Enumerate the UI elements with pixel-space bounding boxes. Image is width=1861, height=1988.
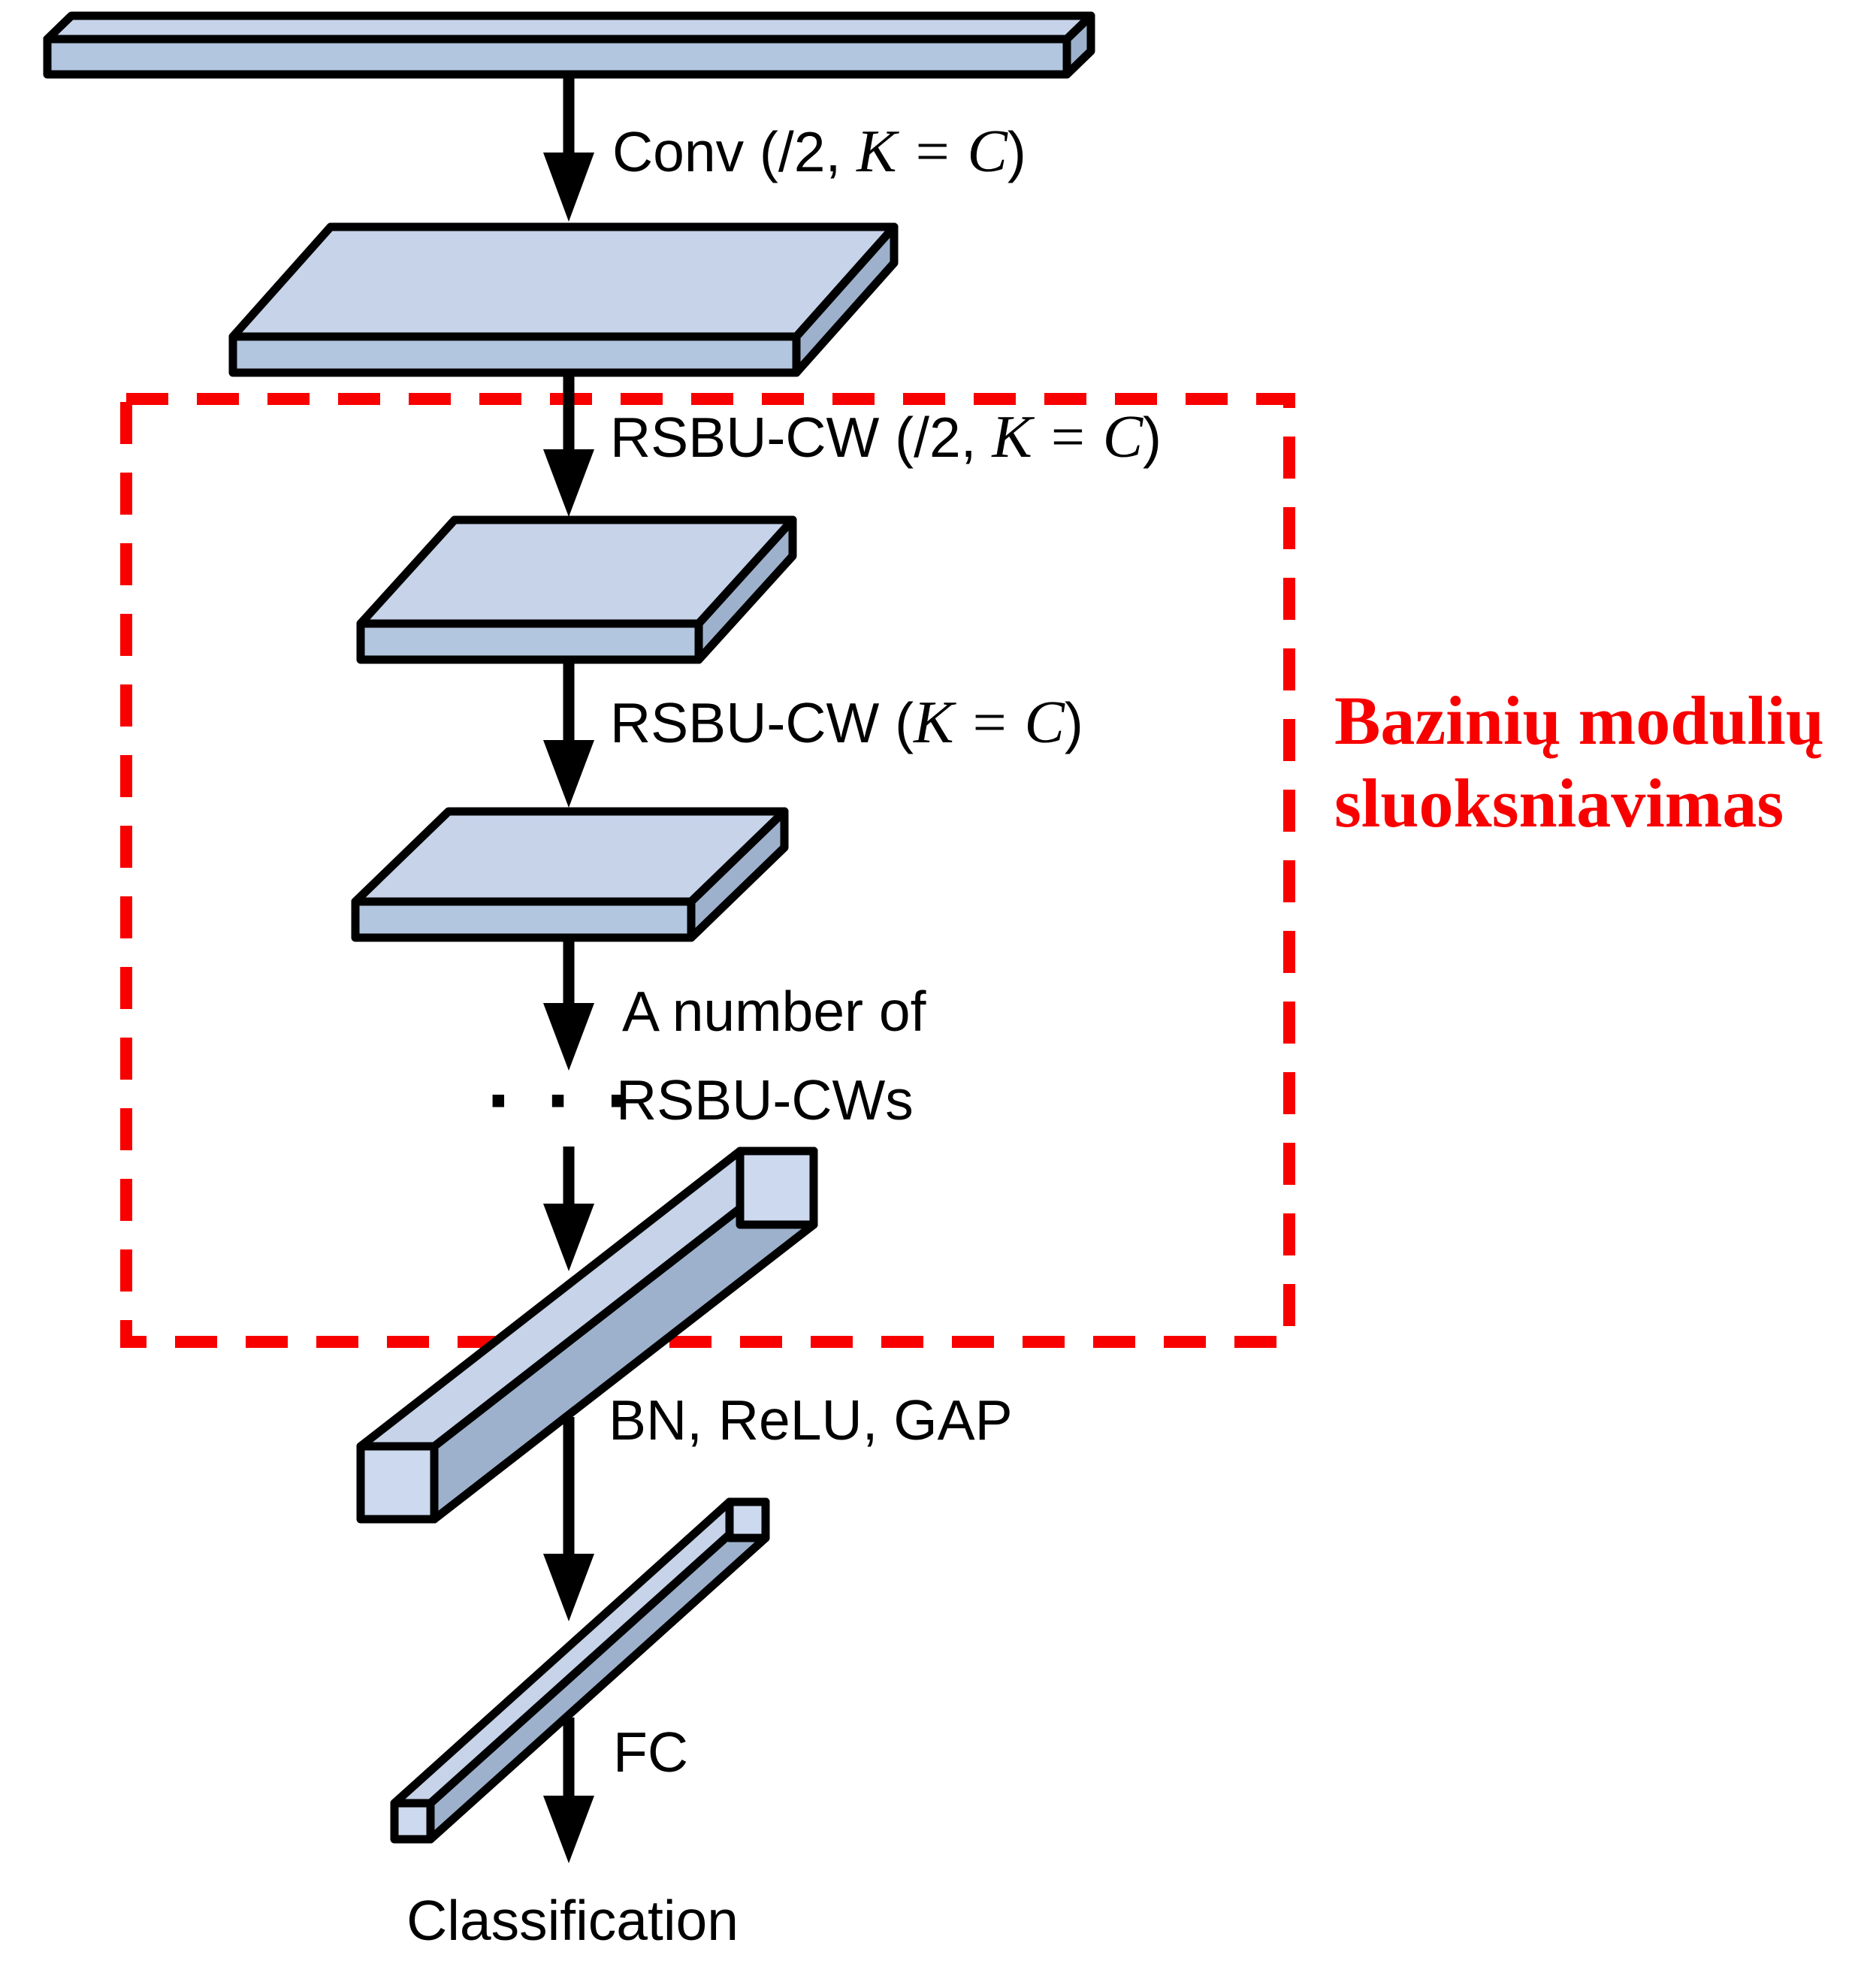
classification-label: Classification bbox=[406, 1889, 739, 1952]
stack-arrow-head bbox=[543, 1003, 594, 1071]
gap-output-top-face bbox=[390, 1497, 770, 1808]
fc-arrow bbox=[543, 1718, 594, 1863]
pre-gap-feature-beam bbox=[356, 1147, 818, 1524]
conv-label-math: K = C bbox=[856, 119, 1008, 185]
stack-label-line2: RSBU-CWs bbox=[616, 1068, 914, 1131]
conv-label-suffix: ) bbox=[1008, 120, 1026, 183]
rsbu-downsample-arrow-head bbox=[543, 449, 594, 517]
rsbu-arrow bbox=[543, 660, 594, 808]
conv-output-top-face bbox=[228, 222, 899, 341]
rsbu-output-slab bbox=[351, 807, 789, 942]
bn-relu-gap-arrow bbox=[543, 1417, 594, 1621]
gap-output-far-cap bbox=[725, 1497, 770, 1542]
conv-output-front-face bbox=[228, 332, 801, 377]
pre-gap-beam-end-cap bbox=[356, 1442, 439, 1524]
rsbu-output-front-face bbox=[351, 897, 696, 942]
pre-gap-beam-far-cap bbox=[736, 1147, 818, 1229]
stack-ellipsis-dots: · · · bbox=[487, 1054, 638, 1147]
input-layer-bar bbox=[43, 11, 1095, 79]
bn-relu-gap-arrow-head bbox=[543, 1554, 594, 1621]
conv-output-slab bbox=[228, 222, 899, 377]
rsbu-downsample-label-suffix: ) bbox=[1143, 406, 1162, 469]
rsbu-downsample-arrow bbox=[543, 373, 594, 517]
basic-modules-dashed-box bbox=[120, 393, 1295, 1348]
rsbu-label-prefix: RSBU-CW ( bbox=[610, 691, 914, 754]
conv-arrow bbox=[543, 74, 594, 222]
rsbu-downsample-label-prefix: RSBU-CW (/2, bbox=[610, 406, 992, 469]
rsbu-label: RSBU-CW (K = C) bbox=[610, 690, 1083, 756]
fc-arrow-head bbox=[543, 1796, 594, 1863]
rsbu-downsample-front-face bbox=[356, 619, 703, 664]
conv-arrow-head bbox=[543, 153, 594, 222]
pre-gap-arrow-head bbox=[543, 1204, 594, 1271]
pre-gap-arrow bbox=[543, 1147, 594, 1271]
rsbu-label-suffix: ) bbox=[1065, 691, 1083, 754]
conv-label: Conv (/2, K = C) bbox=[612, 119, 1026, 185]
rsbu-arrow-head bbox=[543, 740, 594, 808]
bn-relu-gap-label: BN, ReLU, GAP bbox=[609, 1388, 1013, 1452]
rsbu-label-math: K = C bbox=[913, 690, 1065, 756]
stack-label-line1: A number of bbox=[622, 980, 926, 1043]
input-layer-front-face bbox=[43, 35, 1071, 79]
conv-label-prefix: Conv (/2, bbox=[612, 120, 856, 183]
basic-modules-annotation-line2: sluoksniavimas bbox=[1334, 765, 1784, 841]
basic-modules-annotation-line1: Bazinių modulių bbox=[1334, 682, 1824, 759]
gap-output-vector-beam bbox=[390, 1497, 770, 1844]
fc-label: FC bbox=[613, 1721, 688, 1784]
rsbu-downsample-label: RSBU-CW (/2, K = C) bbox=[610, 404, 1162, 470]
stack-arrow bbox=[543, 938, 594, 1071]
rsbu-downsample-label-math: K = C bbox=[991, 404, 1143, 470]
rsbu-downsample-output-slab bbox=[356, 515, 797, 664]
gap-output-end-cap bbox=[390, 1799, 435, 1844]
